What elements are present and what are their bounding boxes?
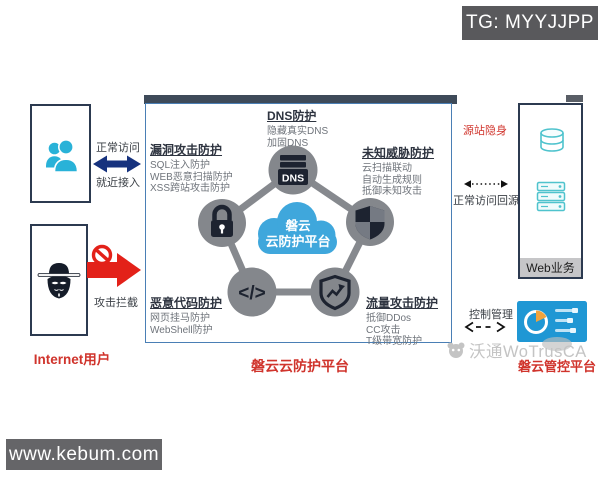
- module-malicious-code: 恶意代码防护 网页挂马防护 WebShell防护: [150, 294, 222, 337]
- tg-badge: TG: MYYJJPP: [462, 6, 598, 40]
- users-icon: [45, 138, 78, 173]
- prohibition-icon: [91, 244, 113, 266]
- traffic-shield-node-icon: [310, 267, 360, 317]
- control-manage-label: 控制管理: [469, 309, 513, 321]
- module-item: 抵御未知攻击: [362, 186, 422, 197]
- module-title: DNS防护: [267, 109, 317, 123]
- lock-node-icon: [198, 199, 246, 247]
- watermark-text: 沃通WoTrusCA: [469, 343, 587, 361]
- database-icon: [540, 128, 564, 152]
- watermark-logo-icon: [447, 342, 465, 358]
- module-traffic-attack: 流量攻击防护 抵御DDos CC攻击 T级带宽防护: [366, 294, 438, 349]
- module-item: T级带宽防护: [366, 336, 423, 347]
- module-item: 自动生成规则: [362, 174, 422, 186]
- web-service-box: Web业务: [518, 103, 583, 279]
- module-title: 流量攻击防护: [366, 296, 439, 310]
- pentagon-diagram: DNS </>: [198, 145, 394, 317]
- module-item: SQL注入防护: [150, 160, 211, 171]
- cloud-platform: 磐云 云防护平台: [250, 196, 346, 264]
- site-badge: www.kebum.com: [6, 439, 162, 470]
- cloud-icon: [258, 202, 337, 254]
- module-title: 恶意代码防护: [150, 296, 223, 310]
- module-item: 加固DNS: [267, 137, 309, 149]
- module-item: 抵御DDos: [366, 313, 412, 324]
- watermark-blob: [542, 337, 572, 351]
- normal-return-label: 正常访问回源: [453, 195, 519, 207]
- watermark: 沃通WoTrusCA: [446, 338, 587, 362]
- cloud-protection-box: [145, 103, 452, 343]
- dashed-bidirectional-arrow-icon: [464, 180, 508, 188]
- module-item: WebShell防护: [150, 324, 213, 336]
- dns-node-icon: DNS: [268, 145, 318, 195]
- internet-users-box: [30, 104, 91, 203]
- module-dns: DNS防护 隐藏真实DNS 加固DNS: [267, 107, 328, 150]
- module-item: CC攻击: [366, 324, 401, 336]
- dns-node-label: DNS: [282, 173, 304, 185]
- main-box-top-bar: [144, 95, 457, 104]
- cloud-title-line2: 云防护平台: [265, 234, 331, 249]
- internet-user-label: Internet用户: [33, 352, 111, 367]
- web-service-label: Web业务: [520, 258, 581, 277]
- hacker-box: [30, 224, 88, 336]
- normal-access-label: 正常访问: [96, 142, 140, 154]
- origin-stealth-label: 源站隐身: [463, 125, 507, 137]
- site-badge-text: www.kebum.com: [8, 443, 160, 465]
- module-item: XSS跨站攻击防护: [150, 183, 231, 194]
- module-item: WEB恶意扫描防护: [150, 171, 233, 183]
- code-glyph: </>: [238, 283, 265, 304]
- module-item: 云扫描联动: [362, 163, 412, 174]
- module-unknown-threat: 未知威胁防护 云扫描联动 自动生成规则 抵御未知攻击: [362, 144, 434, 199]
- cloud-title-line1: 磐云: [285, 219, 311, 233]
- module-item: 隐藏真实DNS: [267, 126, 329, 137]
- server-stack-icon: [536, 181, 566, 212]
- web-box-tab: [566, 95, 583, 102]
- tg-badge-text: TG: MYYJJPP: [466, 12, 594, 33]
- module-item: 网页挂马防护: [150, 313, 210, 324]
- module-title: 未知威胁防护: [362, 146, 435, 160]
- code-node-icon: </>: [227, 267, 277, 317]
- bidirectional-arrow-icon: [93, 155, 141, 173]
- hacker-icon: [37, 263, 81, 299]
- dashed-control-arrow-icon: [464, 321, 506, 333]
- console-dashboard-icon: [517, 301, 587, 342]
- console-caption: 磐云管控平台: [517, 359, 596, 374]
- nearby-access-label: 就近接入: [96, 177, 140, 189]
- shield-node-icon: [346, 198, 394, 246]
- attack-arrow-icon: [87, 253, 141, 287]
- module-title: 漏洞攻击防护: [150, 143, 223, 157]
- module-vulnerability: 漏洞攻击防护 SQL注入防护 WEB恶意扫描防护 XSS跨站攻击防护: [150, 141, 233, 196]
- attack-intercept-label: 攻击拦截: [94, 297, 138, 309]
- platform-caption: 磐云云防护平台: [251, 358, 349, 374]
